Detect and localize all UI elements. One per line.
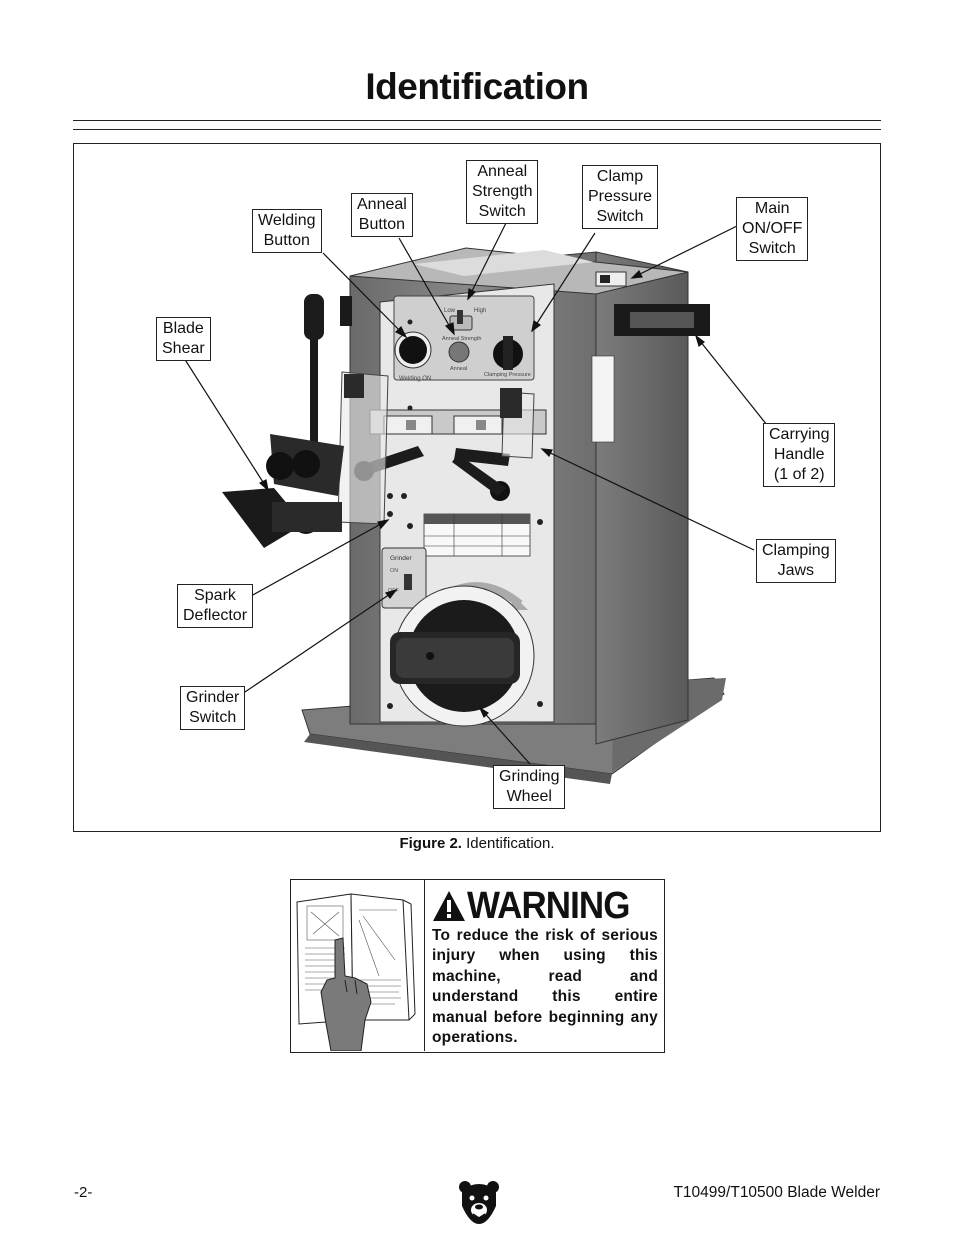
panel-label-on: ON: [390, 568, 398, 574]
identification-figure: Welding ON Low High Anneal Strength Anne…: [73, 143, 881, 832]
figure-caption-label: Figure 2.: [399, 835, 462, 852]
panel-label-anneal: Anneal: [450, 366, 467, 372]
page-title: Identification: [365, 66, 589, 107]
machine-illustration: Welding ON Low High Anneal Strength Anne…: [183, 222, 768, 784]
warning-heading: WARNING: [431, 886, 661, 926]
warning-message: To reduce the risk of serious injury whe…: [432, 927, 658, 1047]
warning-title: WARNING: [467, 885, 630, 927]
model-name: T10499/T10500 Blade Welder: [673, 1184, 880, 1201]
panel-label-high: High: [474, 308, 486, 314]
manual-reading-illustration: [291, 880, 425, 1052]
panel-label-anneal-strength: Anneal Strength: [442, 336, 481, 342]
title-rule-bottom: [73, 129, 881, 130]
panel-label-clamping-pressure: Clamping Pressure: [484, 372, 531, 378]
title-rule-top: [73, 120, 881, 121]
figure-caption: Figure 2. Identification.: [0, 835, 954, 852]
figure-caption-text: Identification.: [466, 835, 555, 852]
panel-label-grinder: Grinder: [390, 555, 413, 562]
bear-logo-icon: [459, 1181, 499, 1224]
hand-on-manual-icon: [296, 893, 416, 1052]
page-number: -2-: [74, 1184, 93, 1201]
panel-label-welding-on: Welding ON: [399, 376, 431, 382]
warning-box: WARNING To reduce the risk of serious in…: [290, 879, 665, 1053]
panel-label-low: Low: [444, 308, 456, 314]
warning-triangle-icon: [433, 891, 465, 921]
